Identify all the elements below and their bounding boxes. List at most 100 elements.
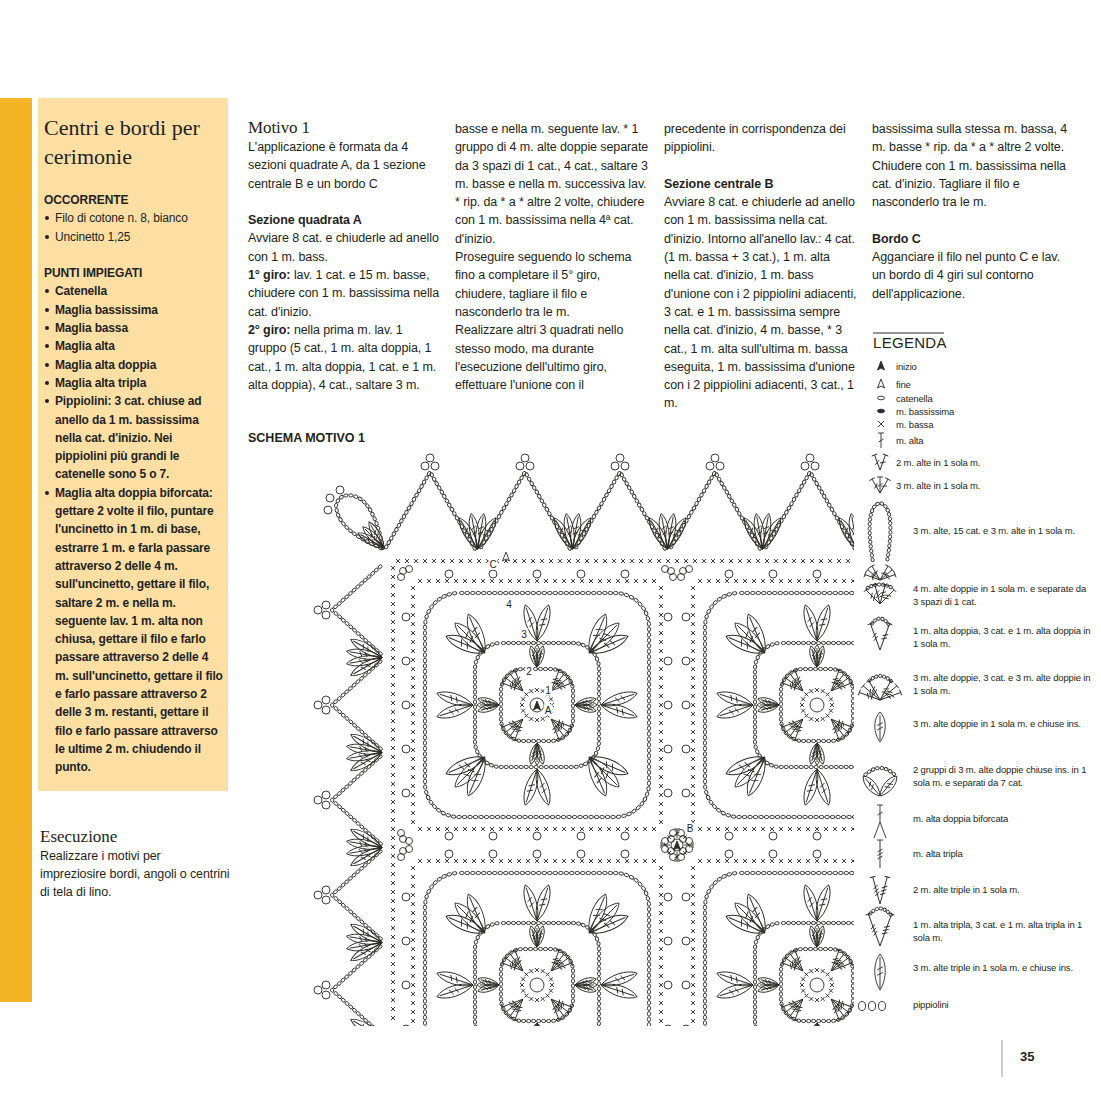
square-motif-part-part: [527, 788, 533, 793]
square-motif-part: [703, 730, 706, 735]
square-motif-part: [578, 815, 583, 818]
square-motif-part: [424, 790, 428, 795]
square-motif-part: [539, 1045, 543, 1048]
square-motif-part: [668, 568, 675, 575]
square-motif-part: [423, 664, 426, 669]
square-motif-part-part: [884, 761, 889, 768]
square-motif-part: [753, 730, 756, 734]
square-motif-part: [525, 591, 530, 594]
square-motif-part: [939, 802, 943, 806]
square-motif-part: [753, 720, 756, 724]
square-motif-part: [473, 710, 476, 714]
square-motif-part: [559, 1045, 563, 1048]
square-motif-part: [703, 741, 706, 746]
square-motif-part-part: [531, 1034, 535, 1038]
square-motif-part: [529, 1045, 533, 1048]
square-motif-part: [939, 730, 943, 734]
square-motif-part-part: [538, 1034, 542, 1038]
square-motif-part: [887, 827, 891, 831]
square-motif-part: [592, 652, 597, 657]
square-motif-part: [571, 969, 574, 973]
square-motif-part: [423, 774, 426, 779]
square-motif-part: [754, 660, 758, 665]
square-motif-part: [804, 765, 808, 768]
square-motif-part: [808, 667, 812, 670]
square-motif-part: [475, 655, 480, 660]
square-motif-part: [549, 765, 553, 768]
square-motif-part: [854, 765, 859, 769]
square-motif-part-part: [587, 1032, 630, 1059]
square-motif-part: [423, 757, 426, 762]
square-motif-part-part: [729, 695, 734, 701]
square-motif-part: [819, 765, 823, 768]
square-motif-part: [864, 612, 891, 655]
square-motif-part-part: [809, 783, 815, 788]
square-motif-part: [462, 815, 467, 818]
square-motif-part: [942, 838, 949, 845]
square-motif-part: [664, 745, 672, 753]
square-motif-part: [499, 765, 503, 768]
square-motif-part: [501, 815, 506, 818]
square-motif-part: [574, 1045, 579, 1049]
square-motif-part: [852, 815, 857, 818]
square-motif-part: [863, 815, 868, 818]
square-motif-part: [932, 827, 936, 831]
square-motif-part: [571, 689, 574, 693]
square-motif-part: [424, 614, 428, 619]
square-motif-part: [703, 664, 706, 669]
square-motif-part: [861, 643, 866, 648]
square-motif-part: [753, 665, 757, 669]
square-motif-part: [551, 739, 556, 743]
square-motif-part: [423, 647, 426, 652]
square-motif-part: [647, 709, 650, 714]
square-motif-part: [473, 980, 476, 984]
square-motif-part: [647, 676, 650, 681]
square-motif-part-part: [876, 627, 883, 632]
square-motif-part-part: [591, 759, 617, 785]
square-motif-part: [664, 789, 672, 797]
square-motif-part-part: [584, 1035, 611, 1078]
square-motif-part-part: [734, 697, 739, 703]
square-motif-part: [939, 748, 943, 752]
square-motif-part: [745, 591, 750, 594]
square-motif-part: [626, 811, 632, 816]
square-motif-part: [544, 765, 548, 768]
square-motif-part: [731, 815, 736, 819]
square-motif-part: [473, 695, 476, 699]
square-motif-part-part: [451, 1033, 489, 1071]
square-motif-part: [447, 592, 452, 596]
square-motif-part-part: [854, 702, 877, 715]
square-motif-part: [826, 739, 830, 742]
square-motif-part: [927, 698, 930, 703]
square-motif-part: [541, 921, 545, 924]
square-motif-part: [538, 947, 542, 950]
square-motif-part: [779, 707, 782, 711]
square-motif-part: [423, 779, 426, 784]
square-motif-part: [647, 687, 650, 692]
square-motif-part: [704, 790, 708, 795]
square-motif-part: [878, 827, 882, 831]
square-motif-part: [428, 799, 433, 805]
square-motif-part: [944, 701, 952, 709]
square-motif-part: [499, 977, 502, 981]
square-motif-part: [904, 593, 909, 598]
square-motif-part-part: [855, 702, 877, 709]
square-motif-part: [877, 687, 880, 691]
square-motif-part: [529, 765, 533, 768]
square-motif-part: [819, 815, 824, 818]
square-motif-part: [499, 707, 502, 711]
square-motif-part: [520, 591, 525, 594]
square-motif-part: [851, 709, 854, 713]
square-motif-part: [423, 730, 426, 735]
square-motif-part: [402, 613, 410, 621]
square-motif-part: [814, 765, 818, 768]
square-motif-part: [927, 731, 930, 736]
square-motif-part: [583, 1041, 588, 1046]
square-motif-part-part: [468, 1047, 475, 1054]
square-motif-part: [939, 757, 943, 761]
square-motif-part: [899, 592, 904, 596]
square-motif-part: [706, 795, 711, 801]
square-motif-part: [647, 742, 650, 747]
square-motif-part: [583, 761, 588, 766]
square-motif-part: [927, 742, 930, 747]
